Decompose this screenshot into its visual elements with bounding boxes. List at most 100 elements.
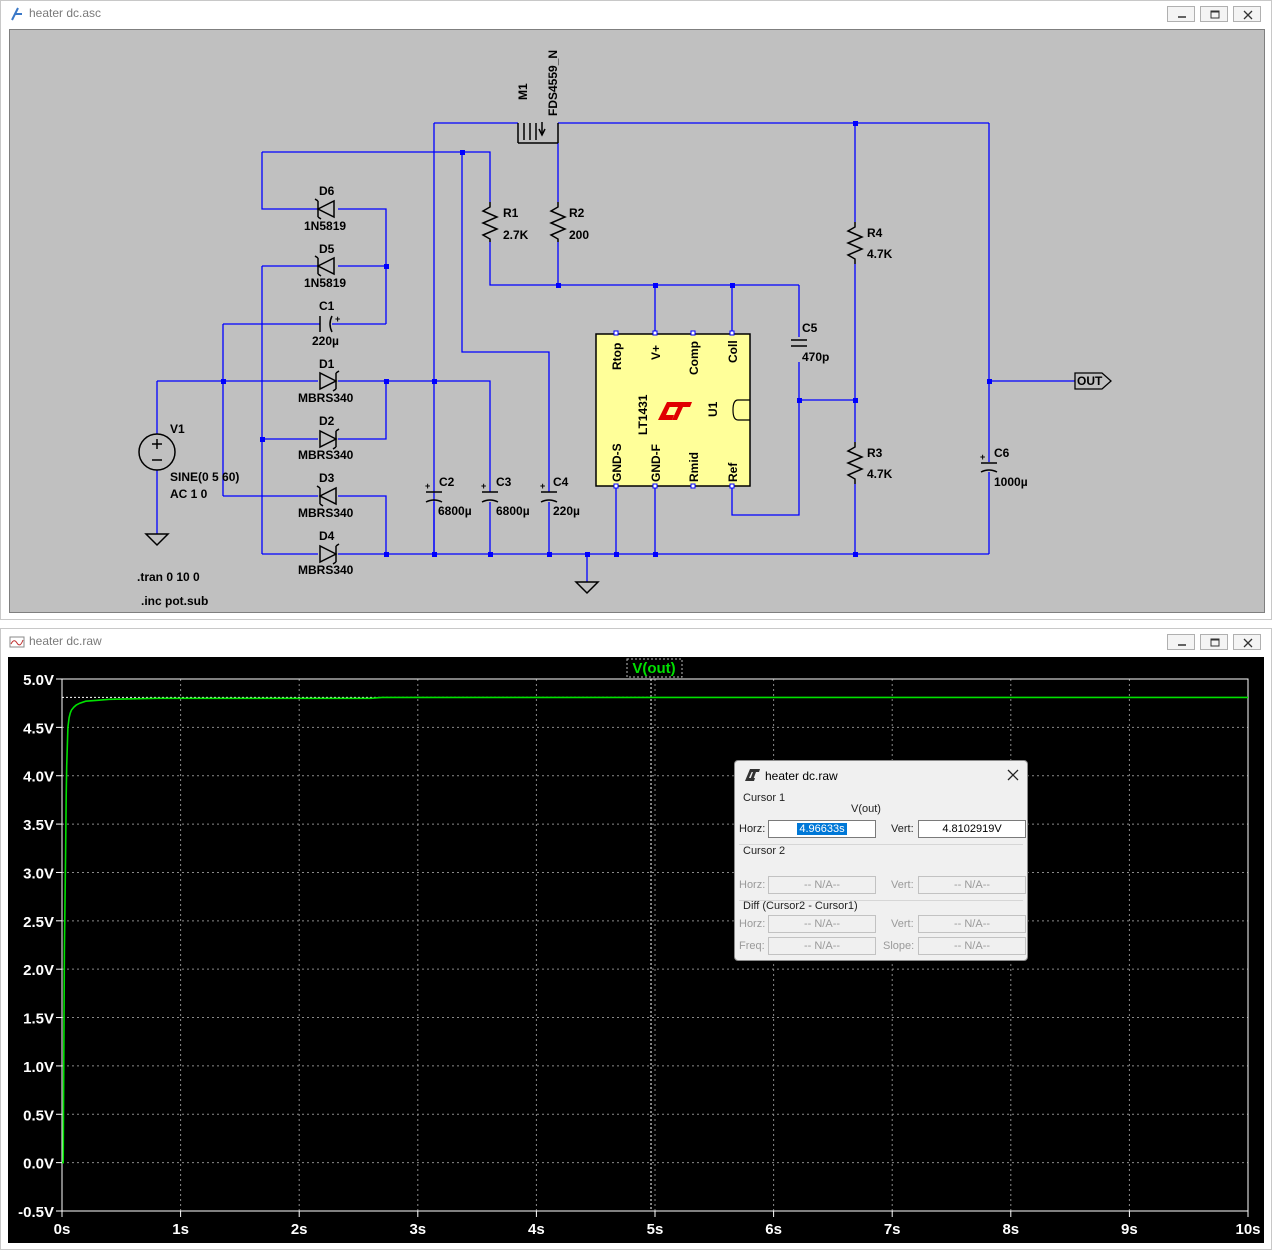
y-tick-label: 0.5V [23,1107,54,1124]
y-tick-label: 2.0V [23,962,54,979]
y-tick-label: 5.0V [23,672,54,689]
waveform-chart[interactable]: 5.0V4.5V4.0V3.5V3.0V2.5V2.0V1.5V1.0V0.5V… [8,657,1264,1243]
x-tick-label: 4s [528,1221,545,1238]
d4-ref: D4 [319,529,335,543]
d4-value: MBRS340 [298,563,354,577]
u1-pin-comp: Comp [687,341,701,375]
cursor1-trace-name: V(out) [851,803,881,815]
slope-field[interactable]: -- N/A-- [918,937,1026,955]
chart-axes [56,678,1249,1217]
y-tick-label: 4.0V [23,769,54,786]
x-tick-label: 8s [1002,1221,1019,1238]
trace-label-vout[interactable]: V(out) [632,660,675,677]
diff-vert-field[interactable]: -- N/A-- [918,915,1026,933]
cursor1-horz-field[interactable]: 4.96633s [768,820,876,838]
r1-ref: R1 [503,206,519,220]
ltspice-schematic-icon [11,7,22,21]
lt1431-ic-symbol[interactable] [595,330,751,489]
ground-symbols [144,533,600,595]
c2-value: 6800µ [438,504,472,518]
r4-value: 4.7K [867,247,893,261]
close-button[interactable] [1233,6,1261,22]
svg-text:+: + [540,481,545,491]
freq-label: Freq: [739,940,765,952]
u1-part: LT1431 [636,394,650,435]
schematic-labels: M1 FDS4559_N R1 2.7K R2 200 R4 4.7K R3 4… [10,30,1266,614]
cursor2-horz-field[interactable]: -- N/A-- [768,876,876,894]
c4-ref: C4 [553,475,569,489]
x-tick-label: 3s [409,1221,426,1238]
net-label-out-flag[interactable] [1074,372,1112,390]
freq-field[interactable]: -- N/A-- [768,937,876,955]
d6-value: 1N5819 [304,219,347,233]
c3-value: 6800µ [496,504,530,518]
trace-label-group[interactable]: V(out) [626,658,683,678]
u1-pin-gndf: GND-F [649,444,663,482]
lt-logo-icon [658,402,692,420]
x-tick-label: 9s [1121,1221,1138,1238]
r3-ref: R3 [867,446,883,460]
mosfet-m1-symbol[interactable] [517,122,559,144]
svg-text:+: + [481,481,486,491]
r1-value: 2.7K [503,228,529,242]
u1-pin-gnds: GND-S [610,443,624,482]
schematic-canvas[interactable]: + + + + + [9,29,1265,613]
cursor1-horz-label: Horz: [739,823,766,835]
slope-label: Slope: [883,940,915,952]
waveform-icon [9,636,25,648]
restore-button[interactable] [1200,634,1228,650]
m1-value: FDS4559_N [546,49,560,116]
x-tick-label: 10s [1235,1221,1260,1238]
restore-button[interactable] [1200,6,1228,22]
x-tick-label: 5s [647,1221,664,1238]
c5-value: 470p [802,350,830,364]
cursor1-vert-label: Vert: [891,823,914,835]
diff-horz-label: Horz: [739,918,766,930]
schematic-title: heater dc.asc [29,6,102,20]
cap-polarity-marks: + + + + + [335,314,985,491]
schematic-titlebar[interactable]: heater dc.asc [1,1,1271,27]
u1-pin-vplus: V+ [649,344,663,360]
close-button[interactable] [1233,634,1261,650]
d3-value: MBRS340 [298,506,354,520]
chart-grid [62,679,1248,1211]
waveform-titlebar[interactable]: heater dc.raw [1,629,1271,655]
x-tick-label: 1s [172,1221,189,1238]
waveform-title: heater dc.raw [29,634,102,648]
schematic-window: heater dc.asc [0,0,1272,620]
net-label-out[interactable]: OUT [1077,374,1103,388]
v1-ref: V1 [170,422,185,436]
x-tick-label: 2s [291,1221,308,1238]
svg-text:+: + [425,481,430,491]
voltage-source-v1-symbol[interactable] [138,433,176,471]
cursor1-vert-field[interactable]: 4.8102919V [918,820,1026,838]
minimize-button[interactable] [1167,634,1195,650]
cursor-dialog-title: heater dc.raw [765,769,838,783]
x-tick-label: 0s [54,1221,71,1238]
diff-horz-field[interactable]: -- N/A-- [768,915,876,933]
dialog-close-icon[interactable] [1005,767,1021,783]
close-icon [1243,10,1253,20]
y-tick-label: 1.0V [23,1059,54,1076]
capacitor-symbols [319,315,998,503]
cursor2-vert-field[interactable]: -- N/A-- [918,876,1026,894]
c6-ref: C6 [994,446,1010,460]
cursor1-group-label: Cursor 1 [743,792,786,804]
r3-value: 4.7K [867,467,893,481]
divider [739,844,1023,845]
directive-inc[interactable]: .inc pot.sub [141,594,209,608]
y-tick-label: 3.5V [23,817,54,834]
r2-ref: R2 [569,206,585,220]
directive-tran[interactable]: .tran 0 10 0 [137,570,200,584]
plot-frame [61,678,1249,1212]
restore-icon [1210,10,1220,19]
chart-tick-labels: 5.0V4.5V4.0V3.5V3.0V2.5V2.0V1.5V1.0V0.5V… [18,672,1260,1238]
u1-pin-rtop: Rtop [610,342,624,370]
c3-ref: C3 [496,475,512,489]
x-tick-label: 6s [765,1221,782,1238]
cursor2-vert-label: Vert: [891,879,914,891]
cursor-1-lines[interactable] [62,679,652,1211]
y-tick-label: 3.0V [23,865,54,882]
minimize-button[interactable] [1167,6,1195,22]
